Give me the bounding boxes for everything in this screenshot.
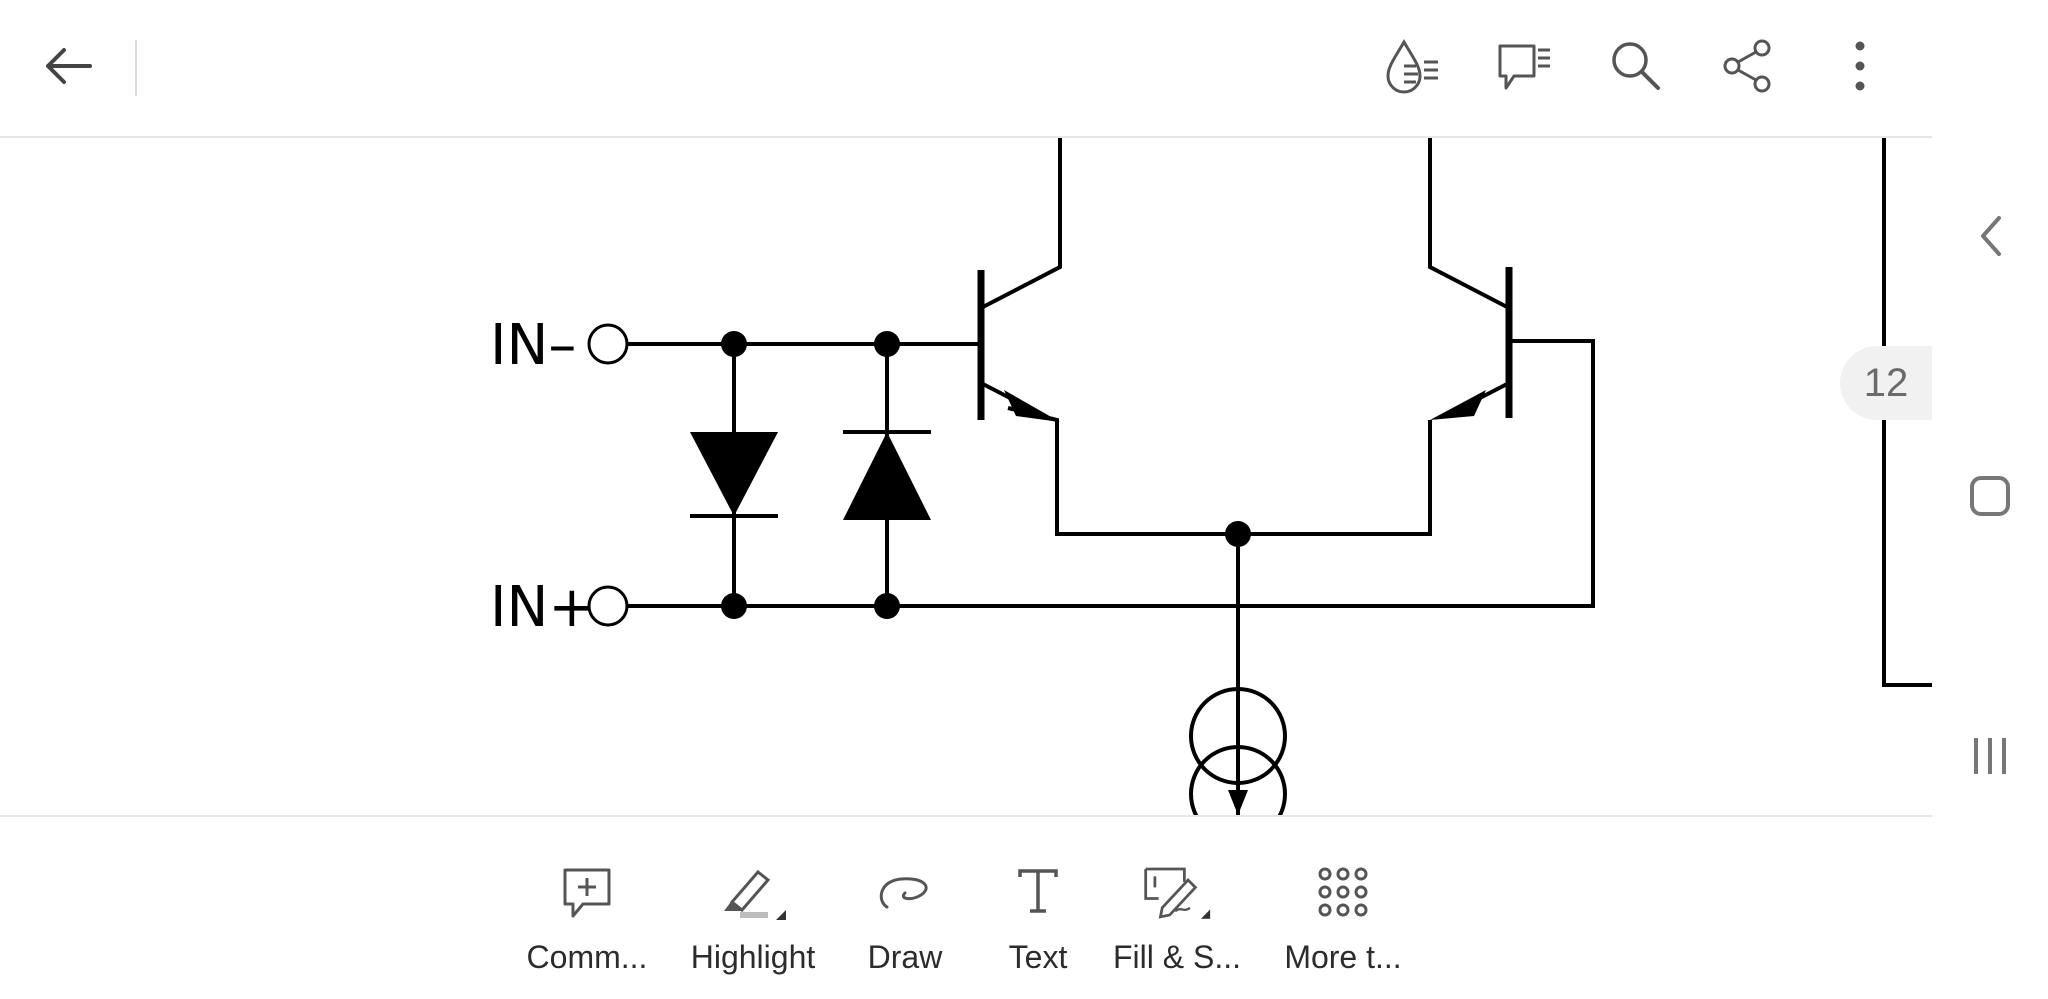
recents-icon xyxy=(1974,738,2006,774)
share-button[interactable] xyxy=(1710,28,1786,104)
left-emitter-lead xyxy=(980,381,1011,400)
fill-sign-tool[interactable]: Fill & S... xyxy=(1110,857,1244,987)
back-button[interactable] xyxy=(30,28,106,104)
tool-label: Text xyxy=(1008,939,1068,975)
page-number-badge[interactable]: 12 xyxy=(1840,346,1932,420)
tool-label: Comm... xyxy=(526,939,648,975)
document-viewport[interactable]: IN– IN+ xyxy=(0,138,1932,815)
nav-home-button[interactable] xyxy=(1932,456,2048,536)
text-tool-icon xyxy=(1018,869,1058,913)
tool-label: More t... xyxy=(1284,939,1402,975)
comment-tool[interactable]: Comm... xyxy=(520,857,654,987)
more-tools[interactable]: More t... xyxy=(1276,857,1410,987)
right-base-feedback-wire xyxy=(734,339,1595,608)
liquid-mode-icon xyxy=(1386,38,1438,94)
junction-dot xyxy=(721,593,747,619)
liquid-mode-button[interactable] xyxy=(1374,28,1450,104)
in-plus-label: IN+ xyxy=(490,575,595,640)
more-options-button[interactable] xyxy=(1822,28,1898,104)
tool-label: Fill & S... xyxy=(1112,939,1241,975)
right-emitter-arrow xyxy=(1430,390,1486,420)
tool-label: Draw xyxy=(867,939,943,975)
nav-back-button[interactable] xyxy=(1932,196,2048,276)
search-button[interactable] xyxy=(1598,28,1674,104)
bottom-toolbar: Comm... Highlight Draw Text xyxy=(0,815,1932,999)
home-square-icon xyxy=(1970,476,2010,516)
top-toolbar xyxy=(0,0,1932,138)
highlighter-icon xyxy=(724,869,786,920)
junction-dot xyxy=(1225,521,1251,547)
emitter-wire xyxy=(1007,406,1432,536)
current-source-arrow xyxy=(1228,790,1248,815)
chevron-left-icon xyxy=(1981,216,2001,256)
comments-list-icon xyxy=(1498,44,1550,90)
current-source-circle-1 xyxy=(1189,687,1287,785)
junction-dot xyxy=(721,331,747,357)
right-partial-box xyxy=(1882,138,1932,687)
highlight-tool[interactable]: Highlight xyxy=(686,857,820,987)
junction-dot xyxy=(874,593,900,619)
comments-button[interactable] xyxy=(1486,28,1562,104)
draw-loop-icon xyxy=(879,877,928,909)
text-tool[interactable]: Text xyxy=(990,857,1086,987)
in-minus-label: IN– xyxy=(490,313,576,378)
nav-recents-button[interactable] xyxy=(1932,716,2048,796)
current-source-circle-2 xyxy=(1189,745,1287,815)
search-icon xyxy=(1612,42,1660,90)
circuit-schematic: IN– IN+ xyxy=(490,138,1932,815)
more-vertical-icon xyxy=(1855,41,1865,91)
arrow-left-icon xyxy=(46,48,92,84)
left-emitter-arrow xyxy=(1004,390,1060,422)
left-collector-wire xyxy=(980,138,1062,310)
draw-tool[interactable]: Draw xyxy=(850,857,960,987)
in-plus-terminal xyxy=(587,585,629,627)
system-navigation-bar xyxy=(1932,0,2048,997)
fill-sign-icon xyxy=(1144,867,1211,919)
in-minus-terminal xyxy=(587,323,629,365)
comment-add-icon xyxy=(563,868,611,918)
right-collector-wire xyxy=(1428,138,1510,310)
junction-dot xyxy=(874,331,900,357)
diode1-triangle xyxy=(690,432,778,516)
toolbar-divider xyxy=(135,40,137,96)
diode2-triangle xyxy=(843,432,931,520)
tool-label: Highlight xyxy=(690,939,816,975)
share-icon xyxy=(1723,39,1771,93)
grid-more-icon xyxy=(1318,867,1368,917)
